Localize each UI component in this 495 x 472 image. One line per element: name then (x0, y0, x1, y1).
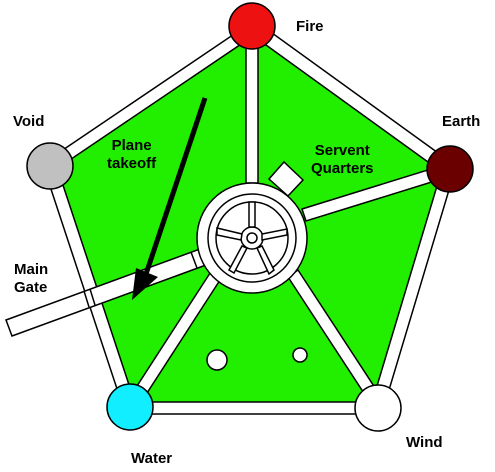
arrow-head (132, 268, 158, 300)
hub-spoke-bottom-right (255, 245, 275, 276)
void-label: Void (13, 113, 45, 130)
plane-takeoff-line-2: takeoff (107, 155, 157, 172)
earth-node (426, 145, 474, 193)
wheel-hub-icon (196, 182, 308, 294)
outer-roads (43, 18, 456, 415)
earth-label: Earth (442, 113, 481, 130)
void-node (26, 142, 74, 190)
hub-spoke-bottom-left (227, 245, 249, 275)
wind-node (354, 384, 402, 432)
main-gate-marker-2 (89, 288, 96, 306)
well-small (292, 347, 308, 363)
hub-spoke-right (261, 228, 288, 241)
main-gate-marker-1 (83, 290, 90, 308)
wind-label: Wind (406, 434, 443, 451)
spoke-fire (245, 27, 259, 184)
main-gate-label: Main Gate (14, 261, 48, 297)
well-large (206, 349, 228, 371)
water-label: Water (131, 450, 173, 467)
fire-node (228, 2, 276, 50)
road-wind-water (129, 401, 378, 415)
main-gate-line-2: Gate (14, 279, 48, 296)
arrow-shaft (142, 97, 208, 278)
servent-quarters-label: Servent Quarters (311, 142, 374, 178)
hub-spoke-left (216, 227, 243, 241)
fire-label: Fire (296, 18, 324, 35)
servent-quarters-line-1: Servent (314, 142, 370, 159)
servent-quarters-line-2: Quarters (311, 160, 374, 177)
water-node (106, 383, 154, 431)
plane-takeoff-label: Plane takeoff (107, 137, 156, 173)
hub-spoke-top (248, 201, 256, 228)
plane-takeoff-line-1: Plane (111, 137, 152, 154)
main-gate-line-1: Main (14, 261, 49, 278)
main-gate-marker-3 (190, 251, 198, 269)
arrow-down-left-icon (132, 97, 208, 300)
